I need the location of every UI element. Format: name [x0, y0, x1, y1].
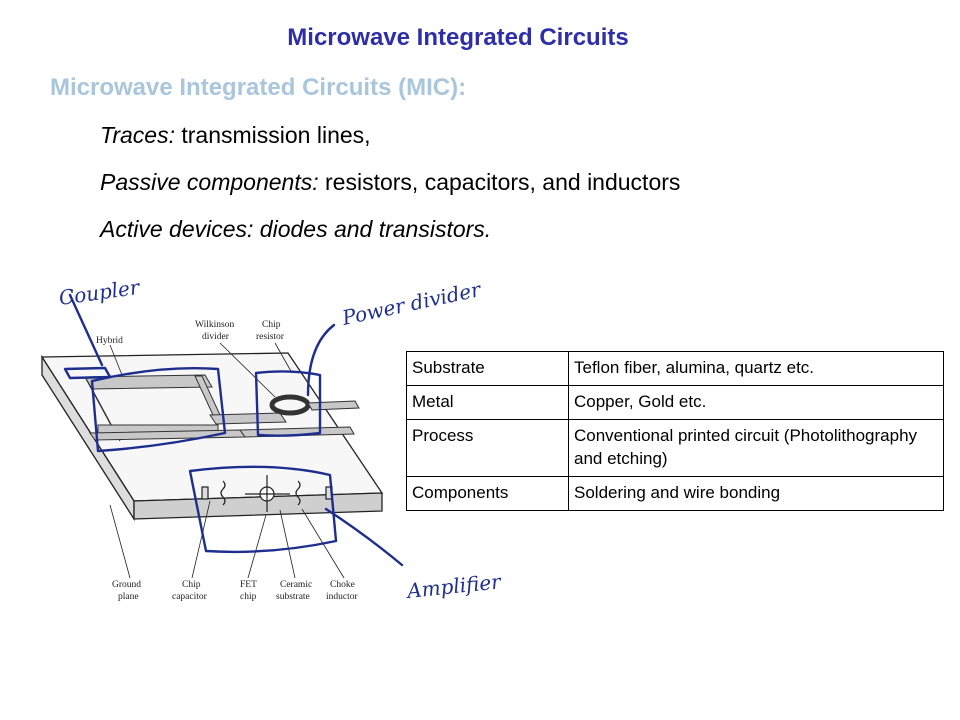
table-value-cell: Teflon fiber, alumina, quartz etc.	[568, 351, 944, 386]
label-ceramic: Ceramic	[280, 580, 312, 590]
table-key-cell: Components	[406, 475, 569, 511]
amplifier-arrow	[324, 507, 404, 567]
bullet-traces: Traces: transmission lines,	[100, 122, 371, 149]
handwritten-coupler: Coupler	[57, 275, 142, 310]
label-hybrid: Hybrid	[96, 336, 123, 346]
power-divider-box	[254, 370, 322, 437]
table-key-cell: Metal	[406, 384, 569, 420]
amplifier-box	[188, 465, 338, 554]
label-plane: plane	[118, 592, 139, 602]
power-divider-arrow	[306, 323, 336, 397]
label-wilkinson: Wilkinson	[195, 320, 234, 330]
label-resistor: resistor	[256, 332, 285, 342]
table-row: Metal Copper, Gold etc.	[406, 384, 944, 420]
section-heading: Microwave Integrated Circuits (MIC):	[50, 74, 467, 101]
label-ground: Ground	[112, 580, 141, 590]
table-value-cell: Soldering and wire bonding	[568, 475, 944, 511]
bullet-active-devices: Active devices: diodes and transistors.	[100, 216, 491, 243]
coupler-arrow	[68, 293, 104, 367]
table-value-cell: Conventional printed circuit (Photolitho…	[568, 418, 944, 477]
bullet-text: transmission lines,	[174, 122, 371, 148]
label-chip-cap: Chip	[182, 580, 201, 590]
label-inductor: inductor	[326, 592, 358, 602]
table-row: Components Soldering and wire bonding	[406, 475, 944, 511]
table-row: Substrate Teflon fiber, alumina, quartz …	[406, 351, 944, 386]
label-capacitor: capacitor	[172, 592, 208, 602]
bullet-text: resistors, capacitors, and inductors	[318, 169, 681, 195]
label-substrate: substrate	[276, 592, 310, 602]
label-fet: FET	[240, 580, 257, 590]
bullet-passive-components: Passive components: resistors, capacitor…	[100, 169, 680, 196]
bullet-term: Traces:	[100, 122, 175, 148]
handwritten-power-divider: Power divider	[339, 277, 484, 330]
amplifier-components	[201, 475, 333, 512]
label-fet-chip: chip	[240, 592, 257, 602]
table-key-cell: Substrate	[406, 351, 569, 386]
bullet-text: Active devices: diodes and transistors.	[100, 216, 492, 242]
table-value-cell: Copper, Gold etc.	[568, 384, 944, 420]
table-row: Process Conventional printed circuit (Ph…	[406, 418, 944, 477]
label-divider: divider	[202, 332, 230, 342]
diagram-labels: Hybrid Wilkinson divider Chip resistor G…	[96, 320, 358, 602]
label-chip: Chip	[262, 320, 281, 330]
bullet-term: Passive components:	[100, 169, 319, 195]
slide-title: Microwave Integrated Circuits	[287, 24, 629, 51]
coupler-box	[90, 367, 227, 453]
hand-annotations	[63, 293, 404, 567]
mic-layout-diagram: Hybrid Wilkinson divider Chip resistor G…	[40, 275, 503, 603]
handwritten-amplifier: Amplifier	[404, 569, 503, 603]
table-key-cell: Process	[406, 418, 569, 477]
label-choke: Choke	[330, 580, 355, 590]
properties-table: Substrate Teflon fiber, alumina, quartz …	[406, 351, 944, 511]
